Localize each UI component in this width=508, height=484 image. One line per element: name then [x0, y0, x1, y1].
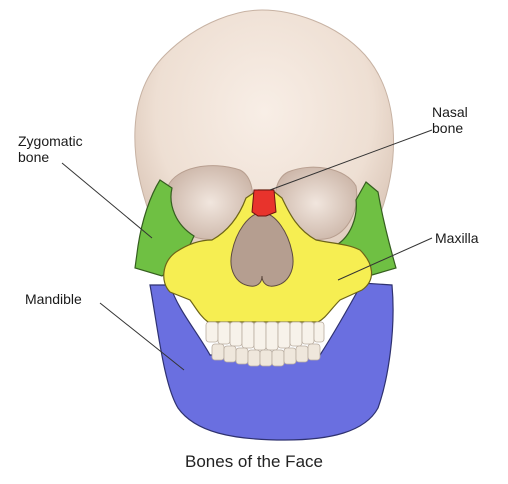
nasal-bone: [252, 190, 276, 216]
zygomatic-label: Zygomatic bone: [18, 133, 83, 165]
nasal-label-line2: bone: [432, 120, 468, 136]
zygomatic-label-line2: bone: [18, 149, 83, 165]
maxilla-label: Maxilla: [435, 230, 479, 246]
mandible-label: Mandible: [25, 291, 82, 307]
zygomatic-label-line1: Zygomatic: [18, 133, 83, 149]
figure-caption: Bones of the Face: [0, 452, 508, 472]
nasal-label: Nasal bone: [432, 104, 468, 136]
nasal-label-line1: Nasal: [432, 104, 468, 120]
